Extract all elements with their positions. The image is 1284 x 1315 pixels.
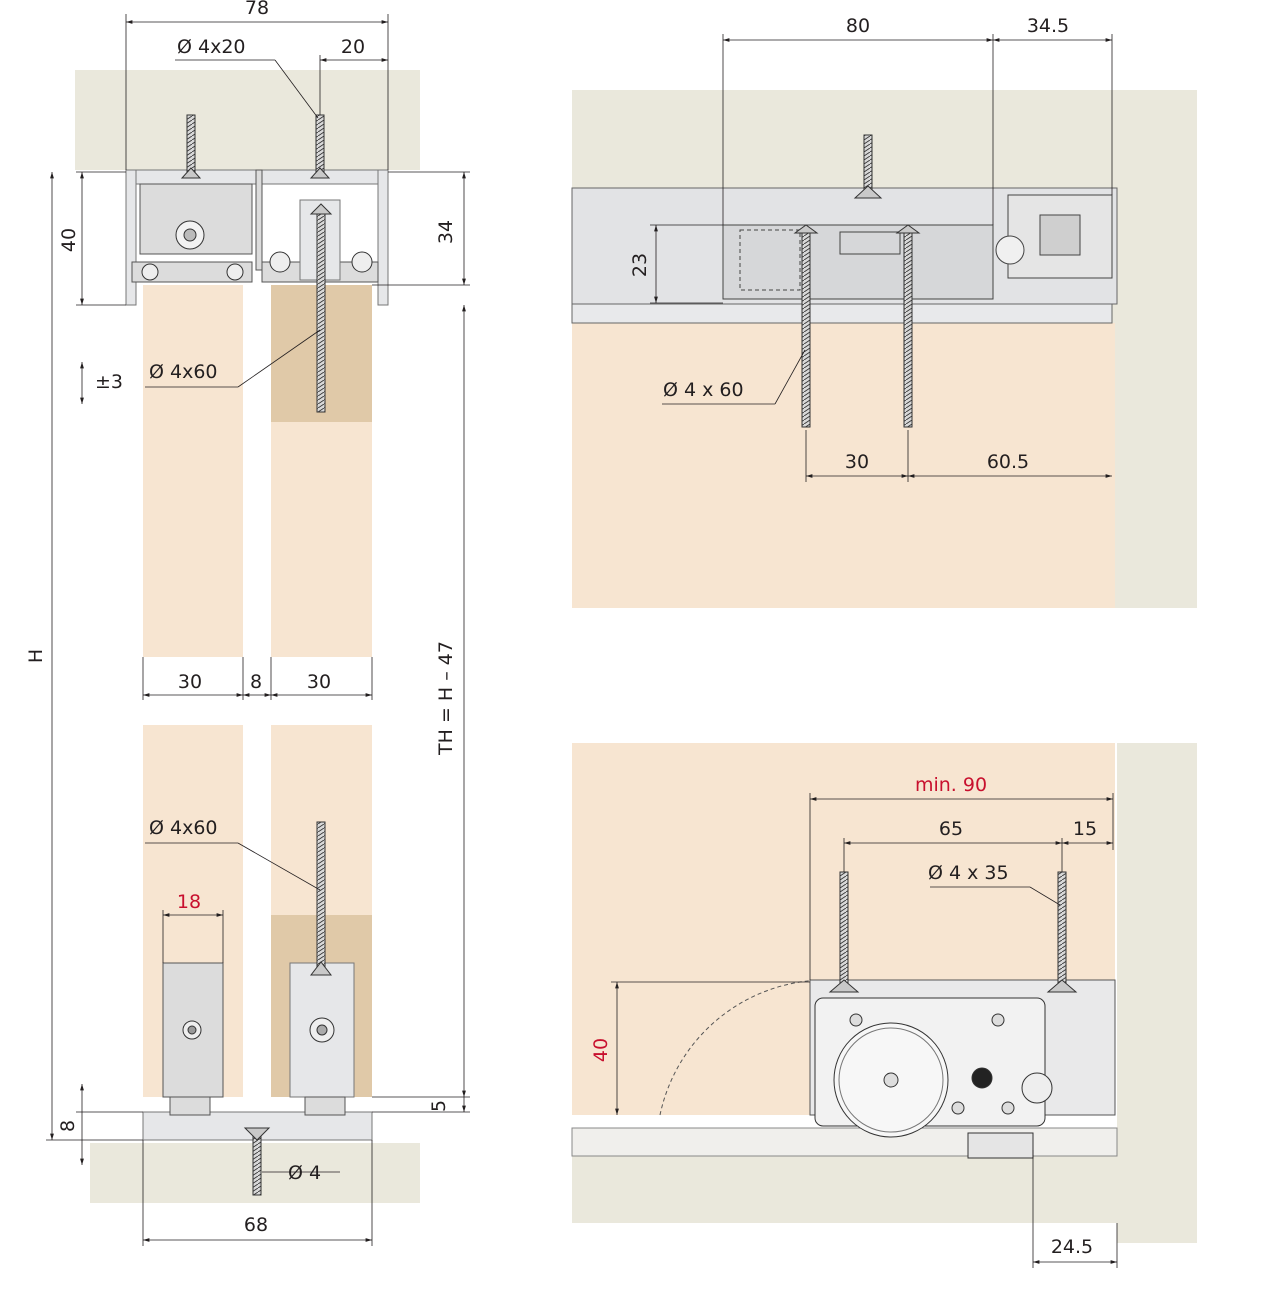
bottom-detail-view: min. 90 65 15 Ø 4 x 35 40 24.5 [571, 743, 1197, 1268]
dim-34-5: 34.5 [1027, 15, 1069, 37]
dim-15: 15 [1073, 818, 1097, 840]
dim-height-top: 40 [58, 228, 80, 252]
dim-base-width: 68 [244, 1214, 268, 1236]
dim-40: 40 [590, 1038, 612, 1062]
dim-65: 65 [939, 818, 963, 840]
carriage [722, 224, 994, 300]
dim-bottom-gap: 5 [428, 1100, 450, 1112]
screw-icon [853, 134, 883, 199]
screw-icon [793, 224, 819, 428]
floor-block [572, 1155, 1117, 1223]
floor-track [571, 1127, 1118, 1157]
dim-gap: 8 [250, 671, 262, 693]
top-detail-view: 80 34.5 23 Ø 4 x 60 30 60.5 [571, 15, 1197, 608]
label-screw-top: Ø 4x20 [177, 36, 246, 58]
front-section-view: 78 20 Ø 4x20 40 34 ±3 Ø 4x60 H TH = H – … [25, 0, 470, 1246]
dim-30: 30 [845, 451, 869, 473]
screw-icon [180, 114, 202, 179]
screw-icon [243, 1127, 271, 1196]
dim-23: 23 [629, 253, 651, 277]
label-screw: Ø 4 x 60 [663, 379, 744, 401]
dim-bottom-track: 8 [57, 1120, 79, 1132]
dim-80: 80 [846, 15, 870, 37]
label-screw-upper: Ø 4x60 [149, 361, 218, 383]
ceiling-block [75, 70, 420, 170]
screw-icon [309, 821, 333, 976]
screw-icon [895, 224, 921, 428]
label-screw-floor: Ø 4 [288, 1162, 321, 1184]
dim-top-width: 78 [245, 0, 269, 19]
door-panel [572, 323, 1115, 608]
screw-icon [309, 203, 333, 413]
dim-door1-width: 30 [178, 671, 202, 693]
stopper-block [1007, 194, 1113, 279]
label-screw: Ø 4 x 35 [928, 862, 1009, 884]
door-left-upper [143, 285, 243, 657]
dim-guide-width: 18 [177, 891, 201, 913]
floor-guide [967, 1132, 1034, 1159]
dim-height-right: 34 [435, 220, 457, 244]
dim-min-90: min. 90 [915, 774, 987, 796]
dim-24-5: 24.5 [1051, 1236, 1093, 1258]
label-screw-lower: Ø 4x60 [149, 817, 218, 839]
side-wall [1117, 743, 1197, 1243]
top-track-profile [125, 169, 389, 306]
dim-total-height: H [25, 649, 47, 663]
dim-60-5: 60.5 [987, 451, 1029, 473]
dim-adjust: ±3 [95, 371, 123, 393]
dim-door2-width: 30 [307, 671, 331, 693]
dim-top-offset: 20 [341, 36, 365, 58]
dim-track-height: TH = H – 47 [435, 641, 457, 756]
